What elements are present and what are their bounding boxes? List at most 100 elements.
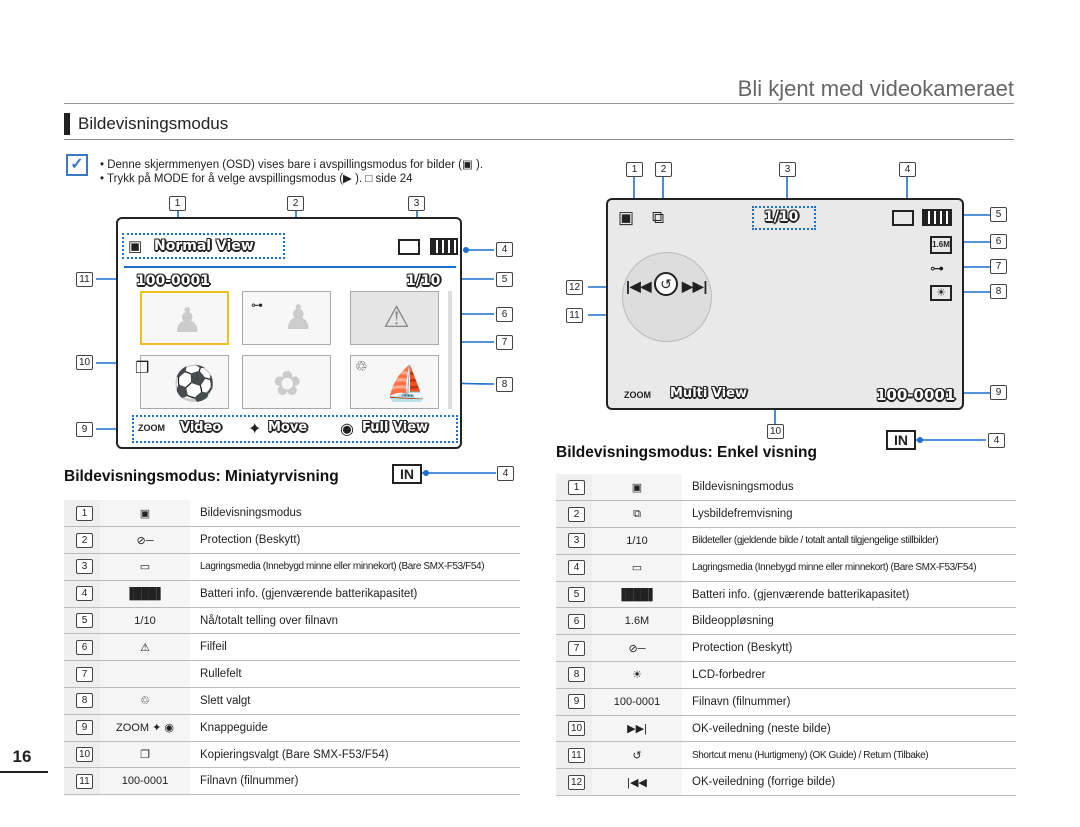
callout-4-in: 4 [497,466,514,481]
counter-icon: 1/10 [592,527,682,555]
thumbnail-selected[interactable]: ♟ [140,291,229,345]
photo-mode-icon: ▣ [128,238,143,255]
notes-list: Denne skjermmenyen (OSD) vises bare i av… [100,158,580,186]
next-icon[interactable]: ▶▶| [682,278,708,294]
legend-row: 4▐███▌Batteri info. (gjenværende batteri… [64,580,520,608]
legend-row: 2⊘─Protection (Beskytt) [64,526,520,555]
filename: 100-0001 [876,386,956,404]
legend-number: 5 [568,587,585,603]
legend-text: Knappeguide [190,714,520,742]
button-guide-box [132,415,458,443]
lcd-screen: ▣ Normal View 100-0001 1/10 ♟ ⊶ ♟ ⚠ ❐ ⚽ … [116,217,462,449]
callout-8: 8 [496,377,513,392]
legend-row: 4▭Lagringsmedia (Innebygd minne eller mi… [556,554,1016,582]
slideshow-icon: ⧉ [652,208,665,227]
multi-view-label: Multi View [670,386,747,401]
legend-number: 2 [76,532,93,548]
warning-icon: ⚠ [383,301,410,334]
section-marker [64,113,70,135]
previous-icon: |◀◀ [592,768,682,797]
legend-number: 4 [76,586,93,602]
filename-icon: 100-0001 [592,688,682,716]
legend-num-cell: 11 [64,767,100,796]
legend-num-cell: 4 [556,554,592,582]
legend-number: 6 [76,639,93,655]
legend-number: 7 [568,640,585,656]
storage-icon: ▭ [100,553,190,581]
legend-row: 1▣Bildevisningsmodus [556,474,1016,502]
legend-row: 7⊘─Protection (Beskytt) [556,634,1016,663]
callout-8: 8 [990,284,1007,299]
storage-icon [398,239,420,255]
legend-text: Protection (Beskytt) [190,526,520,555]
header-rule [64,103,1014,104]
legend-text: Filfeil [190,633,520,662]
page-number-rule [0,771,48,773]
resolution-icon: 1.6M [930,236,952,254]
counter-box [752,206,816,230]
trash-icon: ♲ [100,687,190,715]
thumbnail-person-icon: ♟ [283,299,314,337]
callout-3: 3 [408,196,425,211]
callout-9: 9 [990,385,1007,400]
filename-icon: 100-0001 [100,767,190,796]
legend-text: Nå/totalt telling over filnavn [190,607,520,635]
legend-number: 10 [568,721,585,737]
legend-num-cell: 3 [556,527,592,555]
counter: 1/10 [406,273,441,289]
thumbnail-sailboat-icon: ⛵ [385,365,428,403]
legend-number: 7 [76,666,93,682]
legend-num-cell: 11 [556,741,592,770]
return-icon[interactable]: ↺ [654,272,678,296]
zoom-icon: ZOOM [138,423,165,433]
legend-text: Bildevisningsmodus [682,474,1016,502]
note-check-icon: ✓ [66,154,88,176]
legend-text: OK-veiledning (forrige bilde) [682,768,1016,797]
legend-text: Lagringsmedia (Innebygd minne eller minn… [190,553,520,581]
thumbnail[interactable]: ⊶ ♟ [242,291,331,345]
legend-row: 10▶▶|OK-veiledning (neste bilde) [556,715,1016,743]
mode-label: Normal View [154,238,254,254]
legend-num-cell: 7 [64,660,100,689]
filename: 100-0001 [136,273,210,289]
ok-guide-dial[interactable] [622,252,712,342]
thumbnail-error[interactable]: ⚠ [350,291,439,345]
legend-number: 1 [76,505,93,521]
resolution-icon: 1.6M [592,607,682,636]
thumbnail[interactable]: ❐ ⚽ [135,355,229,409]
thumbnail[interactable]: ♲ ⛵ [350,355,439,409]
legend-number: 11 [568,747,585,763]
callout-4-in: 4 [988,433,1005,448]
return-icon: ↺ [592,741,682,770]
previous-icon[interactable]: |◀◀ [626,278,652,294]
legend-number: 8 [76,693,93,709]
legend-text: Batteri info. (gjenværende batterikapasi… [682,581,1016,609]
callout-4: 4 [496,242,513,257]
scrollbar[interactable] [448,291,452,409]
legend-number: 6 [568,613,585,629]
legend-row: 2⧉Lysbildefremvisning [556,500,1016,529]
thumbnail[interactable]: ✿ [242,355,331,409]
photo-mode-icon: ▣ [100,500,190,528]
legend-num-cell: 4 [64,580,100,608]
legend-number: 9 [568,694,585,710]
section-rule [64,139,1014,140]
legend-num-cell: 2 [556,500,592,529]
callout-11: 11 [76,272,93,287]
divider [124,266,456,268]
legend-number: 3 [568,533,585,549]
legend-number: 12 [568,774,585,790]
legend-num-cell: 5 [64,607,100,635]
legend-text: Filnavn (filnummer) [190,767,520,796]
single-view-diagram: 1 2 3 4 5 6 7 8 9 10 11 12 ▣ ⧉ 1/10 1.6M… [560,160,1030,460]
battery-icon [922,209,952,226]
legend-number: 10 [76,747,93,763]
photo-mode-icon: ▣ [618,208,635,227]
counter-icon: 1/10 [100,607,190,635]
legend-text: Shortcut menu (Hurtigmeny) (OK Guide) / … [682,741,1016,770]
guide-move: Move [268,420,308,435]
